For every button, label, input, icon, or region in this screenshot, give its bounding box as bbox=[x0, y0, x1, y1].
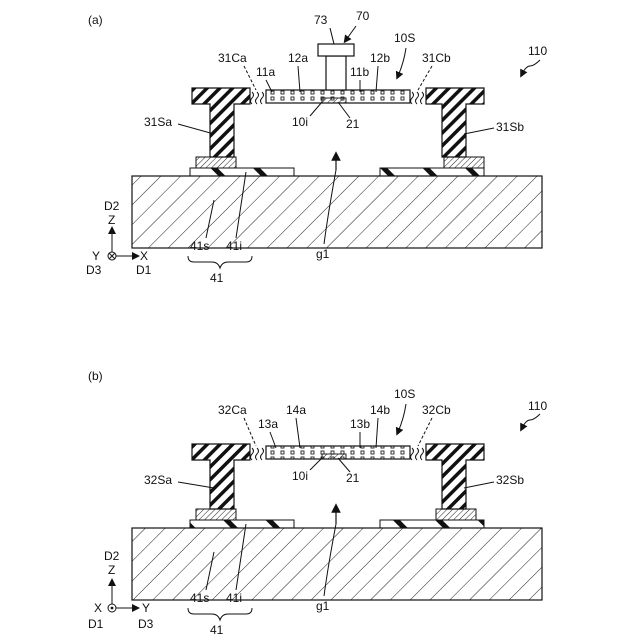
panel-a-arrow-10S bbox=[398, 48, 406, 76]
panel-a-label-73: 73 bbox=[314, 13, 328, 27]
panel-a-support-left bbox=[192, 88, 250, 157]
panel-a-brace-41 bbox=[188, 256, 252, 268]
panel-a-label-g1: g1 bbox=[316, 247, 330, 261]
panel-b-label-pad-left-mid: 14a bbox=[286, 403, 306, 417]
panel-a-connector-left bbox=[251, 92, 264, 104]
panel-a-insulator-left bbox=[190, 168, 294, 176]
panel-b-leader-conn-right bbox=[418, 418, 432, 446]
panel-b-axis-up: D2 bbox=[104, 549, 120, 563]
panel-a-label-70: 70 bbox=[356, 9, 370, 23]
panel-a-pad-right bbox=[444, 157, 484, 168]
panel-a-label-conn-right: 31Cb bbox=[422, 51, 451, 65]
panel-b-axis-left: X bbox=[94, 601, 102, 615]
panel-a-leader-support-right bbox=[464, 128, 494, 134]
panel-a-label-pad-right-mid: 12b bbox=[370, 51, 390, 65]
panel-a-label-gap: 10i bbox=[292, 115, 308, 129]
panel-a-axis-right: X bbox=[140, 249, 148, 263]
panel-b-leader-support-left bbox=[178, 482, 214, 488]
panel-b-label-support-left: 32Sa bbox=[144, 473, 172, 487]
panel-b-label-10S: 10S bbox=[394, 387, 415, 401]
panel-a-label-support-left: 31Sa bbox=[144, 115, 172, 129]
panel-b-ref: 110 bbox=[528, 399, 547, 413]
panel-a-label-10S: 10S bbox=[394, 31, 415, 45]
panel-b-leader-conn-left bbox=[244, 418, 256, 446]
panel-b-label-g1: g1 bbox=[316, 599, 330, 613]
panel-b-ref-arrow bbox=[522, 414, 540, 428]
panel-a-leader-12b bbox=[376, 66, 378, 92]
panel-b-label-gap: 10i bbox=[292, 469, 308, 483]
panel-a-insulator-right bbox=[380, 168, 484, 176]
panel-b-leader-21 bbox=[338, 458, 350, 472]
panel-a-label-support-right: 31Sb bbox=[496, 120, 524, 134]
panel-b-label-conn-right: 32Cb bbox=[422, 403, 451, 417]
panel-a-axis-right2: D1 bbox=[136, 263, 152, 277]
panel-b-label-41s: 41s bbox=[190, 591, 209, 605]
panel-a-ref: 110 bbox=[528, 44, 547, 58]
panel-b-axis-right: Y bbox=[142, 601, 150, 615]
panel-b-arrow-10S bbox=[398, 404, 406, 432]
panel-b-leader-14a bbox=[296, 418, 300, 448]
panel-b-label-support-right: 32Sb bbox=[496, 473, 524, 487]
panel-b-support-right bbox=[426, 444, 484, 509]
panel-a-label-41s: 41s bbox=[190, 239, 209, 253]
panel-b-label-conn-left: 32Ca bbox=[218, 403, 247, 417]
panel-b-tag: (b) bbox=[88, 369, 103, 383]
panel-a-leader-21 bbox=[338, 102, 350, 118]
panel-b-axis-left2: D1 bbox=[88, 617, 104, 631]
panel-b-brace-41 bbox=[188, 608, 252, 620]
panel-b-leader-10i bbox=[310, 458, 322, 470]
panel-a-label-pad-left-mid: 12a bbox=[288, 51, 308, 65]
panel-a-label-conn-left: 31Ca bbox=[218, 51, 247, 65]
panel-a-axis-up: D2 bbox=[104, 199, 120, 213]
panel-a-connector-right bbox=[411, 92, 424, 104]
panel-a-axis-left2: D3 bbox=[86, 263, 102, 277]
panel-b-leader-support-right bbox=[464, 482, 494, 488]
panel-b-label-pad-right-top: 13b bbox=[350, 417, 370, 431]
panel-a-leader-conn-left bbox=[244, 66, 256, 90]
panel-b-axis-up2: Z bbox=[108, 563, 115, 577]
panel-b-pad-right bbox=[436, 509, 476, 520]
panel-b-support-left bbox=[192, 444, 250, 509]
panel-b-substrate bbox=[132, 528, 542, 600]
panel-a: (a) 110 73 70 10S 31Ca bbox=[86, 9, 547, 285]
panel-a-film-21 bbox=[322, 98, 346, 103]
panel-a-tag: (a) bbox=[88, 13, 103, 27]
panel-a-axis-left: Y bbox=[92, 249, 100, 263]
panel-b-label-21: 21 bbox=[346, 471, 360, 485]
panel-a-leader-73 bbox=[330, 28, 334, 44]
panel-b-label-41i: 41i bbox=[226, 591, 242, 605]
panel-a-support-right bbox=[426, 88, 484, 157]
panel-a-post bbox=[326, 56, 346, 90]
panel-a-label-pad-left-top: 11a bbox=[256, 65, 275, 79]
panel-b-insulator-right bbox=[380, 520, 484, 528]
panel-a-leader-10i bbox=[310, 102, 322, 116]
panel-b-pad-left bbox=[196, 509, 236, 520]
panel-b: (b) 110 10S 32Ca 32Cb 13a 14a 13b 14b 10 bbox=[88, 369, 547, 637]
panel-a-pad-left bbox=[196, 157, 236, 168]
panel-a-arrow-70 bbox=[346, 26, 356, 40]
panel-b-label-41: 41 bbox=[210, 623, 224, 637]
panel-a-leader-support-left bbox=[178, 124, 214, 134]
panel-a-leader-12a bbox=[298, 66, 300, 92]
panel-a-cap bbox=[318, 44, 354, 56]
panel-a-label-41i: 41i bbox=[226, 239, 242, 253]
panel-b-label-pad-right-mid: 14b bbox=[370, 403, 390, 417]
panel-b-insulator-left bbox=[190, 520, 294, 528]
panel-a-leader-conn-right bbox=[418, 66, 432, 90]
panel-a-label-pad-right-top: 11b bbox=[350, 65, 369, 79]
panel-b-axis-right2: D3 bbox=[138, 617, 154, 631]
panel-a-ref-arrow bbox=[522, 60, 540, 74]
panel-b-leader-14b bbox=[376, 418, 378, 448]
panel-a-axis-up2: Z bbox=[108, 213, 115, 227]
panel-a-label-21: 21 bbox=[346, 117, 360, 131]
panel-a-substrate bbox=[132, 176, 542, 248]
panel-a-label-41: 41 bbox=[210, 271, 224, 285]
panel-b-label-pad-left-top: 13a bbox=[258, 417, 278, 431]
panel-b-film-21 bbox=[322, 454, 346, 459]
panel-b-connector-left bbox=[251, 448, 264, 460]
panel-b-connector-right bbox=[411, 448, 424, 460]
